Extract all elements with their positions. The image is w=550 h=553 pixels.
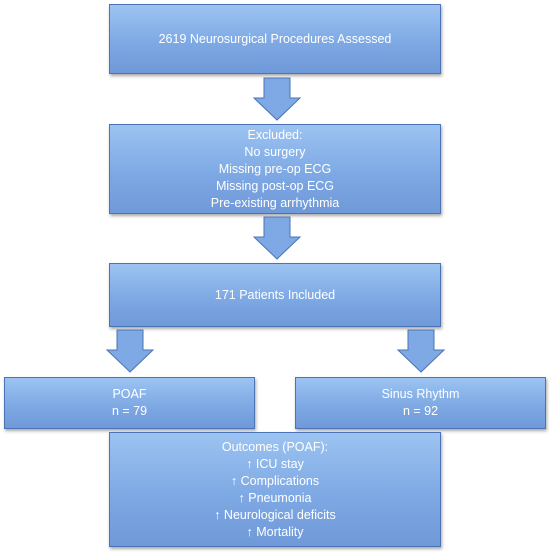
assessed-box: 2619 Neurosurgical Procedures Assessed xyxy=(109,4,441,74)
outcome-item: ↑ Pneumonia xyxy=(238,490,312,505)
poaf-label: POAF xyxy=(112,387,147,401)
outcome-item: ↑ Neurological deficits xyxy=(214,507,336,522)
excluded-item: Missing post-op ECG xyxy=(215,178,335,193)
sinus-count: n = 92 xyxy=(402,404,439,418)
outcome-item: ↑ Complications xyxy=(230,473,320,488)
sinus-label: Sinus Rhythm xyxy=(381,387,460,401)
down-arrow-right xyxy=(396,329,446,373)
down-arrow-1 xyxy=(252,77,302,121)
down-arrow-2 xyxy=(252,216,302,260)
outcome-item: ↑ Mortality xyxy=(246,524,304,539)
assessed-text: 2619 Neurosurgical Procedures Assessed xyxy=(158,31,392,46)
excluded-title: Excluded: xyxy=(247,127,303,142)
excluded-item: Missing pre-op ECG xyxy=(218,161,332,176)
sinus-rhythm-box: Sinus Rhythm n = 92 xyxy=(295,377,546,429)
poaf-box: POAF n = 79 xyxy=(4,377,255,429)
outcomes-box: Outcomes (POAF): ↑ ICU stay ↑ Complicati… xyxy=(109,432,441,547)
outcome-item: ↑ ICU stay xyxy=(246,456,304,471)
included-text: 171 Patients Included xyxy=(214,287,336,302)
excluded-item: Pre-existing arrhythmia xyxy=(210,195,340,210)
excluded-box: Excluded: No surgery Missing pre-op ECG … xyxy=(109,124,441,214)
outcomes-title: Outcomes (POAF): xyxy=(221,439,329,454)
included-box: 171 Patients Included xyxy=(109,263,441,327)
poaf-count: n = 79 xyxy=(111,404,148,418)
down-arrow-left xyxy=(105,329,155,373)
excluded-item: No surgery xyxy=(244,144,306,159)
